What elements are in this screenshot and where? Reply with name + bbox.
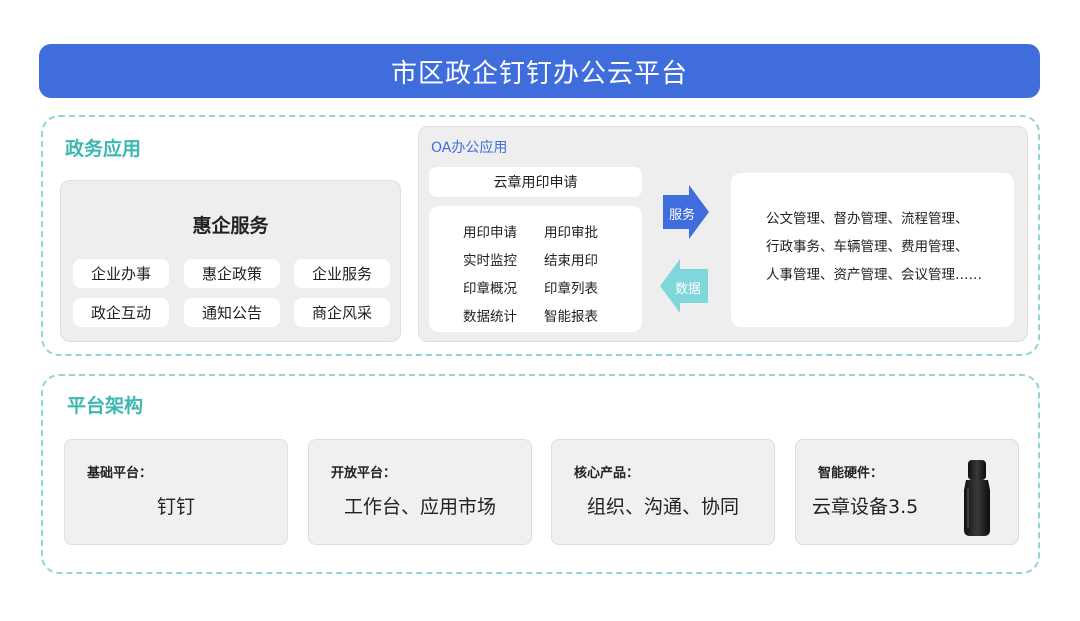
seal-item-finish[interactable]: 结束用印 bbox=[544, 253, 598, 269]
oa-functions-list: 公文管理、督办管理、流程管理、 行政事务、车辆管理、费用管理、 人事管理、资产管… bbox=[766, 205, 982, 289]
seal-item-apply[interactable]: 用印申请 bbox=[463, 225, 517, 241]
gov-item-enterprise-service[interactable]: 企业服务 bbox=[294, 259, 390, 288]
platform-card-label: 开放平台： bbox=[331, 466, 397, 481]
applications-section bbox=[41, 115, 1040, 356]
platform-card-value: 组织、沟通、协同 bbox=[586, 496, 739, 518]
oa-functions-card bbox=[731, 173, 1014, 327]
gov-item-benefit-policy[interactable]: 惠企政策 bbox=[184, 259, 280, 288]
service-arrow-icon bbox=[663, 185, 709, 239]
platform-title: 平台架构 bbox=[67, 395, 144, 417]
platform-card-base[interactable]: 基础平台： 钉钉 bbox=[64, 439, 288, 545]
seal-item-monitor[interactable]: 实时监控 bbox=[463, 253, 517, 269]
oa-title: OA办公应用 bbox=[431, 140, 508, 156]
platform-card-open[interactable]: 开放平台： 工作台、应用市场 bbox=[308, 439, 532, 545]
page-title: 市区政企钉钉办公云平台 bbox=[390, 58, 688, 89]
seal-item-smart-report[interactable]: 智能报表 bbox=[544, 309, 598, 325]
seal-item-statistics[interactable]: 数据统计 bbox=[463, 309, 517, 325]
data-arrow-icon bbox=[660, 259, 708, 313]
seal-item-approve[interactable]: 用印审批 bbox=[544, 225, 598, 241]
gov-item-notices[interactable]: 通知公告 bbox=[184, 298, 280, 327]
oa-functions-line: 行政事务、车辆管理、费用管理、 bbox=[766, 239, 969, 255]
platform-card-core[interactable]: 核心产品： 组织、沟通、协同 bbox=[551, 439, 775, 545]
platform-section bbox=[41, 374, 1040, 574]
platform-card-label: 智能硬件： bbox=[818, 466, 884, 481]
gov-panel-title: 惠企服务 bbox=[192, 215, 269, 237]
seal-item-overview[interactable]: 印章概况 bbox=[463, 281, 517, 297]
platform-card-hardware[interactable]: 智能硬件： 云章设备3.5 bbox=[795, 439, 1019, 545]
oa-functions-line: 人事管理、资产管理、会议管理…… bbox=[766, 267, 982, 283]
oa-functions-line: 公文管理、督办管理、流程管理、 bbox=[766, 211, 969, 227]
data-arrow-label: 数据 bbox=[675, 282, 702, 297]
seal-application-header[interactable]: 云章用印申请 bbox=[429, 167, 642, 197]
gov-item-enterprise-affairs[interactable]: 企业办事 bbox=[73, 259, 169, 288]
seal-device-image bbox=[964, 460, 990, 536]
platform-card-value: 云章设备3.5 bbox=[812, 496, 919, 518]
seal-features-card bbox=[429, 206, 642, 332]
gov-item-business-showcase[interactable]: 商企风采 bbox=[294, 298, 390, 327]
gov-apps-title: 政务应用 bbox=[65, 138, 142, 160]
seal-item-list[interactable]: 印章列表 bbox=[544, 281, 598, 297]
platform-card-label: 基础平台： bbox=[87, 466, 153, 481]
platform-card-value: 工作台、应用市场 bbox=[343, 496, 496, 518]
service-arrow-label: 服务 bbox=[669, 208, 696, 223]
platform-card-value: 钉钉 bbox=[156, 496, 195, 518]
gov-item-interaction[interactable]: 政企互动 bbox=[73, 298, 169, 327]
platform-card-label: 核心产品： bbox=[574, 466, 640, 481]
header-bar: 市区政企钉钉办公云平台 bbox=[39, 44, 1040, 98]
